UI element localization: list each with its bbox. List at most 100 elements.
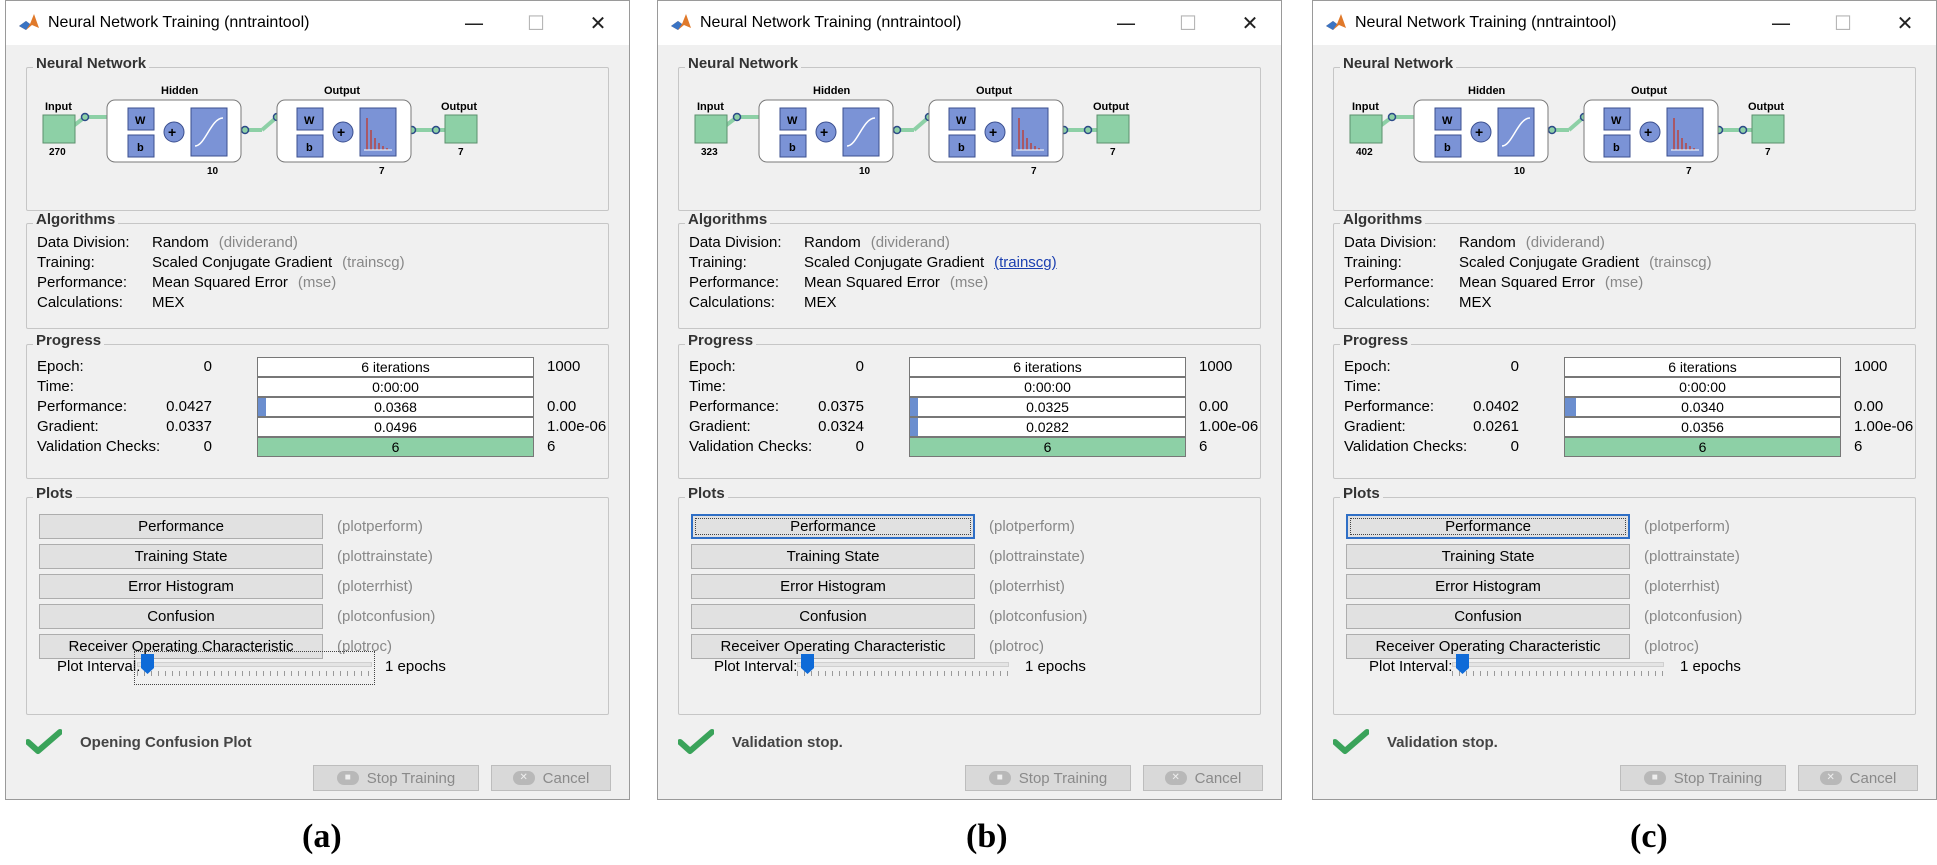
close-button[interactable]: ✕ (1896, 11, 1914, 35)
plot-button[interactable]: Confusion (39, 604, 323, 629)
output-sum-icon (1639, 121, 1661, 143)
algorithm-value: Mean Squared Error (804, 274, 940, 291)
plot-button[interactable]: Receiver Operating Characteristic (1346, 634, 1630, 659)
plot-button[interactable]: Performance (39, 514, 323, 539)
title-bar: Neural Network Training (nntraintool) — … (1313, 1, 1936, 45)
algorithm-function: (mse) (949, 274, 989, 291)
plot-button[interactable]: Training State (691, 544, 975, 569)
stop-training-button[interactable]: ■ Stop Training (313, 765, 479, 791)
plot-button[interactable]: Performance (1346, 514, 1630, 539)
output-size: 7 (1765, 147, 1771, 158)
slider-thumb[interactable] (801, 654, 814, 674)
plus-label: + (820, 124, 828, 140)
w-label: W (304, 115, 315, 127)
plot-interval-slider[interactable] (1452, 654, 1664, 682)
window-title: Neural Network Training (nntraintool) (48, 14, 310, 31)
cancel-button[interactable]: ✕ Cancel (491, 765, 611, 791)
progress-current-value: 0.0368 (374, 399, 417, 415)
nntraintool-window-1: Neural Network Training (nntraintool) — … (5, 0, 630, 800)
algorithm-value: MEX (1459, 294, 1492, 311)
output-layer-label: Output (324, 85, 360, 97)
plot-function-name: (ploterrhist) (989, 578, 1065, 595)
minimize-button[interactable]: — (1116, 11, 1136, 35)
hidden-sum-icon (163, 121, 185, 143)
progress-bar: 6 (1564, 437, 1841, 457)
group-title: Neural Network (33, 55, 150, 72)
input-size: 270 (49, 147, 66, 158)
progress-start-value: 0.0375 (818, 398, 864, 415)
algorithm-key: Training: (37, 254, 95, 271)
plot-button[interactable]: Error Histogram (39, 574, 323, 599)
algorithm-function: (dividerand) (218, 234, 298, 251)
progress-target-value: 6 (1854, 438, 1863, 455)
progress-start-value: 0 (203, 438, 212, 455)
output-weight-box (948, 107, 976, 131)
progress-start-value: 0 (1510, 438, 1519, 455)
cancel-label: Cancel (542, 769, 590, 787)
plot-interval-slider[interactable] (797, 654, 1009, 682)
maximize-button[interactable]: ☐ (527, 11, 545, 35)
progress-target-value: 0.00 (1199, 398, 1229, 415)
cancel-button[interactable]: ✕ Cancel (1143, 765, 1263, 791)
minimize-button[interactable]: — (464, 11, 484, 35)
matlab-logo-icon (19, 14, 39, 30)
algorithm-key: Data Division: (37, 234, 130, 251)
status-text: Validation stop. (1387, 733, 1498, 751)
matlab-logo-icon (1326, 14, 1346, 30)
plot-button[interactable]: Receiver Operating Characteristic (691, 634, 975, 659)
slider-thumb[interactable] (1456, 654, 1469, 674)
panel-caption: (a) (302, 818, 342, 855)
plot-interval-slider[interactable] (134, 651, 375, 685)
plot-button[interactable]: Confusion (691, 604, 975, 629)
output-bias-box (1603, 134, 1631, 158)
algorithm-function[interactable]: (trainscg) (994, 254, 1057, 271)
algorithms-group: Algorithms Data Division:Random(dividera… (26, 211, 609, 329)
progress-label: Performance: (1344, 398, 1435, 415)
plot-button[interactable]: Confusion (1346, 604, 1630, 629)
maximize-button[interactable]: ☐ (1834, 11, 1852, 35)
slider-thumb[interactable] (141, 654, 154, 674)
hidden-label: Hidden (1468, 85, 1506, 97)
algorithm-key: Calculations: (1344, 294, 1430, 311)
w-label: W (787, 115, 798, 127)
input-label: Input (697, 101, 724, 113)
panel-caption: (b) (966, 818, 1008, 855)
progress-current-value: 0.0282 (1026, 419, 1069, 435)
plot-button[interactable]: Training State (1346, 544, 1630, 569)
plot-function-name: (plottrainstate) (1644, 548, 1740, 565)
output-weight-box (1603, 107, 1631, 131)
close-button[interactable]: ✕ (589, 11, 607, 35)
algorithm-key: Data Division: (689, 234, 782, 251)
hidden-sum-icon (1470, 121, 1492, 143)
algorithm-value: Mean Squared Error (152, 274, 288, 291)
minimize-button[interactable]: — (1771, 11, 1791, 35)
neural-network-group: Neural Network (678, 55, 1261, 211)
progress-bar: 0.0368 (257, 397, 534, 417)
plot-button[interactable]: Performance (691, 514, 975, 539)
output-weight-box (296, 107, 324, 131)
stop-training-button[interactable]: ■ Stop Training (1620, 765, 1786, 791)
progress-label: Time: (37, 378, 74, 395)
plot-interval-value: 1 epochs (1025, 658, 1086, 675)
stop-training-button[interactable]: ■ Stop Training (965, 765, 1131, 791)
progress-start-value: 0.0402 (1473, 398, 1519, 415)
maximize-button[interactable]: ☐ (1179, 11, 1197, 35)
close-button[interactable]: ✕ (1241, 11, 1259, 35)
hidden-weight-box (127, 107, 155, 131)
plot-button[interactable]: Training State (39, 544, 323, 569)
progress-start-value: 0 (855, 358, 864, 375)
plot-button[interactable]: Error Histogram (1346, 574, 1630, 599)
plot-button[interactable]: Receiver Operating Characteristic (39, 634, 323, 659)
plot-button[interactable]: Error Histogram (691, 574, 975, 599)
output-node (1751, 114, 1785, 144)
plus-label: + (989, 124, 997, 140)
cancel-button[interactable]: ✕ Cancel (1798, 765, 1918, 791)
progress-start-value: 0 (203, 358, 212, 375)
progress-start-value: 0.0261 (1473, 418, 1519, 435)
output-size: 7 (458, 147, 464, 158)
progress-fill (910, 398, 919, 416)
progress-current-value: 0:00:00 (1024, 379, 1071, 395)
